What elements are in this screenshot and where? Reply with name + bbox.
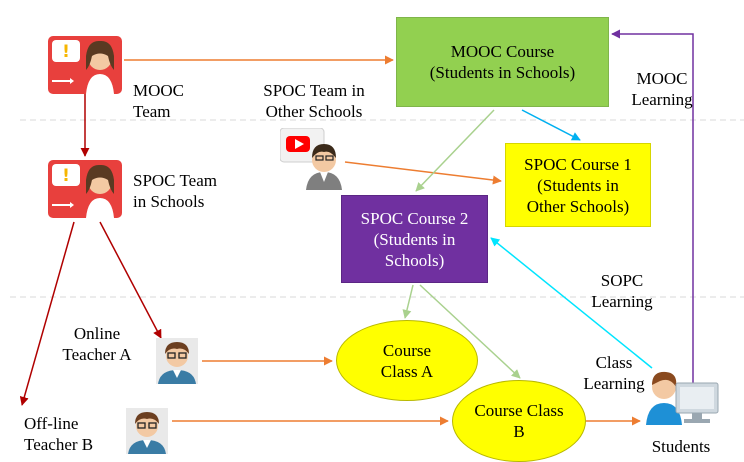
arrow-mooc-course-to-spoc-course-2 [415, 109, 495, 192]
class-learning-label: Class Learning [583, 353, 645, 393]
offline-teacher-b-label: Off-line Teacher B [24, 414, 94, 454]
arrow-students-to-spoc-course-2 [490, 237, 653, 369]
arrow-spoc-team-to-online-teacher [99, 221, 162, 339]
mooc-learning-label: MOOC Learning [631, 69, 693, 109]
mooc-team-label: MOOC Team [133, 81, 185, 121]
course-class-a-ellipse: Course Class A [336, 320, 478, 401]
arrow-spoc-other-to-spoc-course-1 [344, 161, 502, 185]
svg-text:!: ! [62, 42, 70, 62]
spoc-team-other-schools-label: SPOC Team in Other Schools [263, 81, 365, 121]
arrow-students-to-mooc-course [611, 29, 694, 386]
presenter-icon: ! [48, 36, 122, 94]
presenter-icon: ! [48, 160, 122, 218]
arrow-spoc-course-2-to-class-a [402, 284, 414, 319]
spoc-course-1-box: SPOC Course 1 (Students in Other Schools… [505, 143, 651, 227]
students-label: Students [651, 437, 711, 456]
teacher-avatar-icon [156, 338, 198, 384]
mooc-course-box: MOOC Course (Students in Schools) [396, 17, 609, 107]
course-class-b-ellipse: Course Class B [452, 380, 586, 462]
arrow-spoc-course-2-to-class-b [419, 284, 521, 379]
svg-text:!: ! [62, 166, 70, 186]
online-teacher-a-label: Online Teacher A [62, 324, 132, 364]
video-presenter-icon [280, 128, 342, 190]
sopc-learning-label: SOPC Learning [591, 271, 653, 311]
spoc-team-schools-label: SPOC Team in Schools [133, 171, 217, 211]
arrow-mooc-course-to-spoc-course-1 [521, 109, 581, 141]
spoc-course-2-box: SPOC Course 2 (Students in Schools) [341, 195, 488, 283]
arrow-spoc-team-to-offline-teacher [19, 221, 75, 406]
teacher-avatar-icon [126, 408, 168, 454]
student-computer-icon [646, 371, 719, 425]
